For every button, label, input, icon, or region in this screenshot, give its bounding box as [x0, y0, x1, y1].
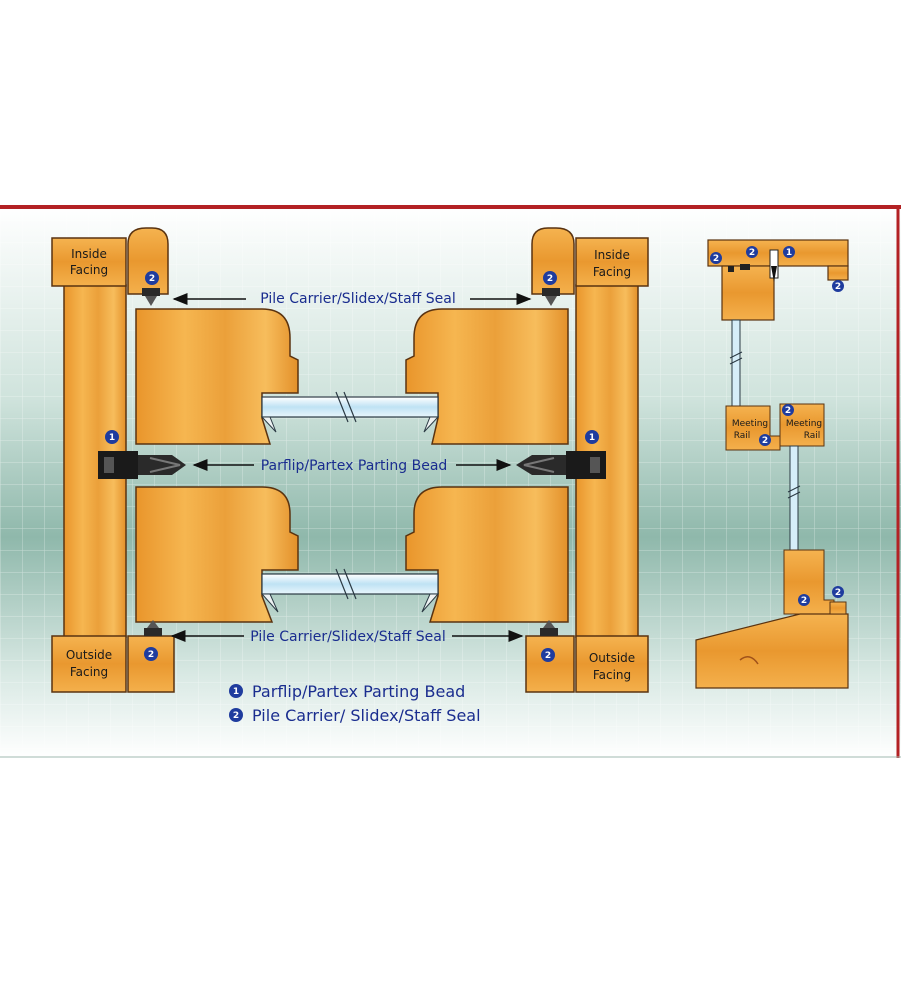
legend-item-2: Pile Carrier/ Slidex/Staff Seal	[252, 706, 481, 725]
svg-text:2: 2	[148, 650, 154, 660]
parting-bead-label: Parflip/Partex Parting Bead	[261, 458, 448, 474]
badge-2-bottom-right: 2	[541, 648, 555, 662]
legend-item-1: Parflip/Partex Parting Bead	[252, 682, 465, 701]
svg-text:Meeting: Meeting	[786, 419, 822, 429]
svg-text:2: 2	[785, 406, 791, 416]
svg-text:Inside: Inside	[71, 247, 107, 261]
badge-2-top-left: 2	[145, 271, 159, 285]
meeting-rail-labels: Meeting Rail Meeting Rail	[732, 419, 822, 441]
seal-top-label: Pile Carrier/Slidex/Staff Seal	[260, 291, 456, 307]
seal-top-right	[542, 288, 560, 306]
svg-text:2: 2	[713, 254, 719, 264]
svg-text:Inside: Inside	[594, 248, 630, 262]
svg-text:2: 2	[545, 651, 551, 661]
seal-bottom-left	[144, 620, 162, 636]
svg-text:2: 2	[547, 274, 553, 284]
svg-text:Facing: Facing	[593, 265, 631, 279]
svg-text:2: 2	[835, 588, 841, 598]
seal-top-callout: Pile Carrier/Slidex/Staff Seal	[172, 291, 532, 307]
svg-text:1: 1	[589, 433, 595, 443]
svg-text:Rail: Rail	[734, 431, 751, 441]
svg-text:2: 2	[835, 282, 841, 292]
vertical-section-head-details	[728, 249, 779, 282]
svg-text:2: 2	[149, 274, 155, 284]
badge-1-right: 1	[585, 430, 599, 444]
svg-text:Facing: Facing	[70, 665, 108, 679]
left-outside-facing-label: Outside Facing	[66, 648, 112, 679]
svg-text:Rail: Rail	[804, 431, 821, 441]
legend: 1 Parflip/Partex Parting Bead 2 Pile Car…	[229, 682, 481, 725]
right-outside-facing-label: Outside Facing	[589, 651, 635, 682]
svg-text:2: 2	[749, 248, 755, 258]
svg-text:1: 1	[109, 433, 115, 443]
svg-text:Outside: Outside	[66, 648, 112, 662]
badge-2-top-right: 2	[543, 271, 557, 285]
badge-2-bottom-left: 2	[144, 647, 158, 661]
svg-text:2: 2	[762, 436, 768, 446]
seal-bottom-callout: Pile Carrier/Slidex/Staff Seal	[170, 629, 524, 645]
left-inside-facing-label: Inside Facing	[70, 247, 108, 277]
svg-text:1: 1	[786, 248, 792, 258]
glass-pane-bottom	[260, 568, 440, 613]
glass-pane-top	[260, 391, 440, 433]
seal-bottom-right	[540, 620, 558, 636]
parting-bead-callout: Parflip/Partex Parting Bead	[192, 458, 512, 474]
vertical-section-badges: 2 2 1 2 2 2 2 2	[710, 246, 844, 606]
svg-text:Facing: Facing	[593, 668, 631, 682]
svg-text:Facing: Facing	[70, 263, 108, 277]
svg-text:Meeting: Meeting	[732, 419, 768, 429]
svg-text:Outside: Outside	[589, 651, 635, 665]
vertical-section-sill	[695, 601, 849, 689]
parting-bead-left	[98, 451, 186, 479]
seal-top-left	[142, 288, 160, 306]
badge-1-left: 1	[105, 430, 119, 444]
svg-text:2: 2	[233, 711, 239, 721]
seal-bottom-label: Pile Carrier/Slidex/Staff Seal	[250, 629, 446, 645]
svg-text:2: 2	[801, 596, 807, 606]
parting-bead-right	[516, 451, 606, 479]
right-inside-facing-label: Inside Facing	[593, 248, 631, 279]
svg-text:1: 1	[233, 687, 239, 697]
